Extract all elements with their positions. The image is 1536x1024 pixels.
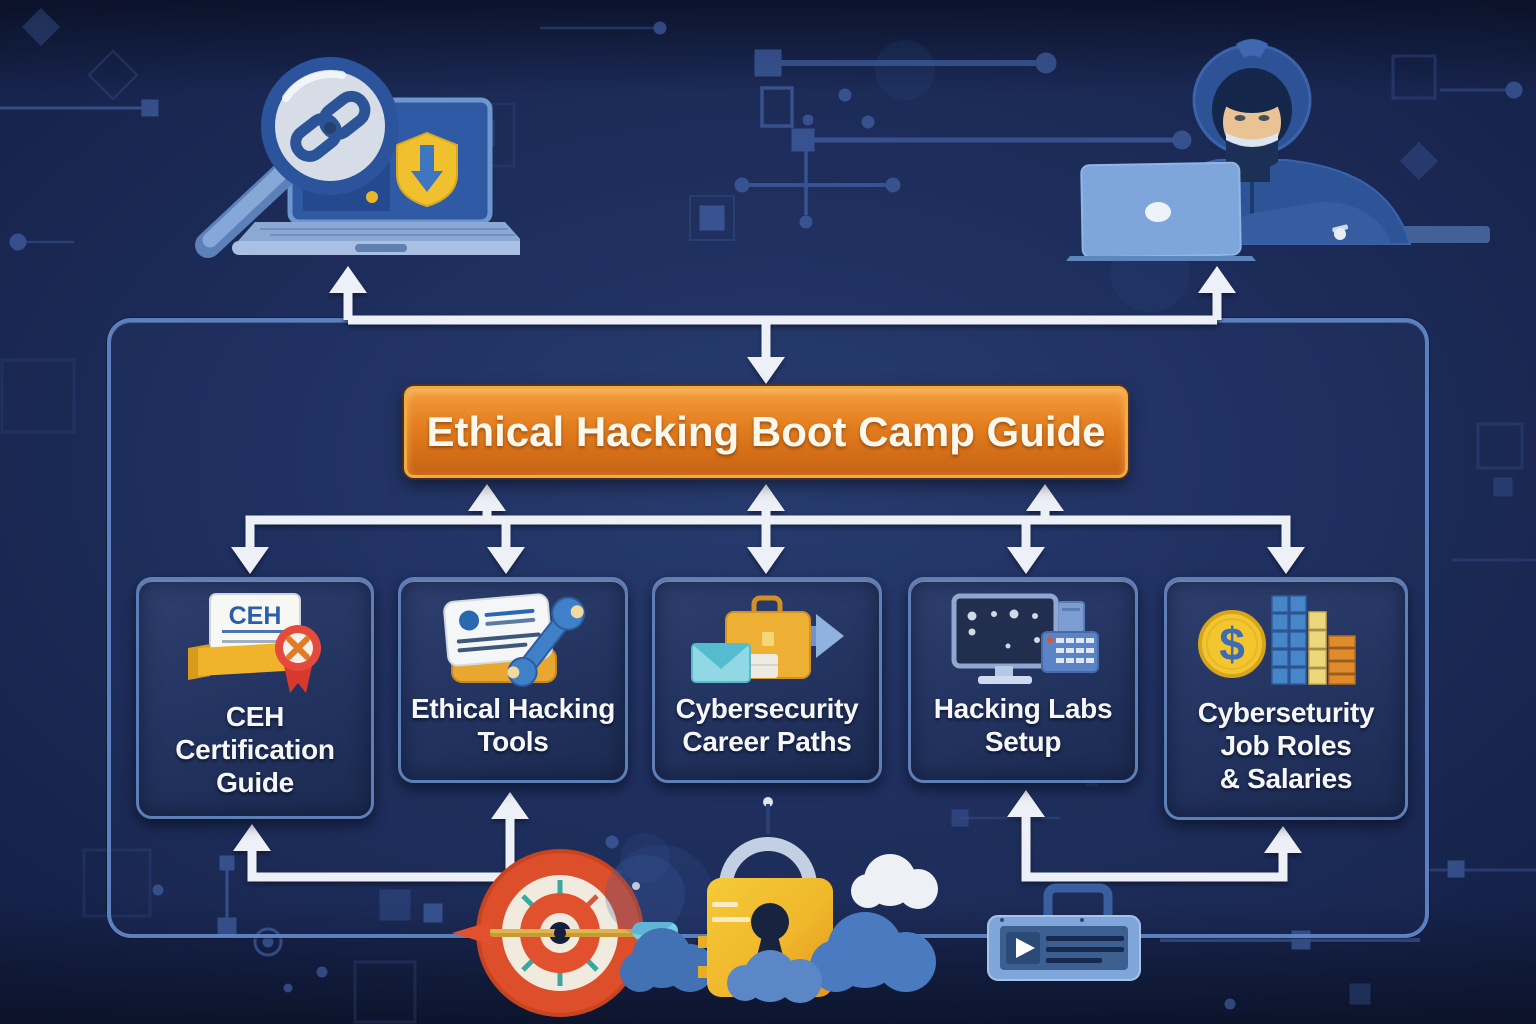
svg-text:CEH: CEH xyxy=(229,602,282,630)
dollar-bar-chart-icon: $ xyxy=(1198,595,1356,685)
briefcase-mail-arrow-icon xyxy=(691,595,844,683)
node-label: CEH Certification Guide xyxy=(175,701,335,799)
node-ethical-hacking-tools: Ethical Hacking Tools xyxy=(398,577,628,783)
node-label: Cybersecurity Career Paths xyxy=(675,693,859,758)
node-label: Ethical Hacking Tools xyxy=(410,693,615,758)
node-cybersecurity-job-roles-salaries: $ Cyberseturity Job Roles & Salaries xyxy=(1164,577,1408,820)
hooded-hacker-laptop-icon xyxy=(1066,39,1490,261)
video-player-card-icon xyxy=(987,883,1141,981)
node-hacking-labs-setup: Hacking Labs Setup xyxy=(908,577,1138,783)
monitor-keypad-icon xyxy=(951,593,1099,684)
node-ceh-certification-guide: CEH CEH Certification Guide xyxy=(136,577,374,819)
node-label: Cyberseturity Job Roles & Salaries xyxy=(1197,697,1375,795)
title-banner: Ethical Hacking Boot Camp Guide xyxy=(404,386,1128,478)
node-label: Hacking Labs Setup xyxy=(933,693,1113,758)
magnifier-link-laptop-shield-icon xyxy=(195,57,520,258)
node-cybersecurity-career-paths: Cybersecurity Career Paths xyxy=(652,577,882,783)
certificate-ribbon-icon: CEH xyxy=(188,593,321,693)
notes-wrench-icon xyxy=(443,593,586,687)
title-banner-label: Ethical Hacking Boot Camp Guide xyxy=(426,408,1106,455)
bottom-decorations xyxy=(452,797,1141,1017)
target-dart-icon xyxy=(452,849,678,1017)
padlock-clouds-icon xyxy=(605,797,938,1003)
svg-text:$: $ xyxy=(1219,618,1245,670)
